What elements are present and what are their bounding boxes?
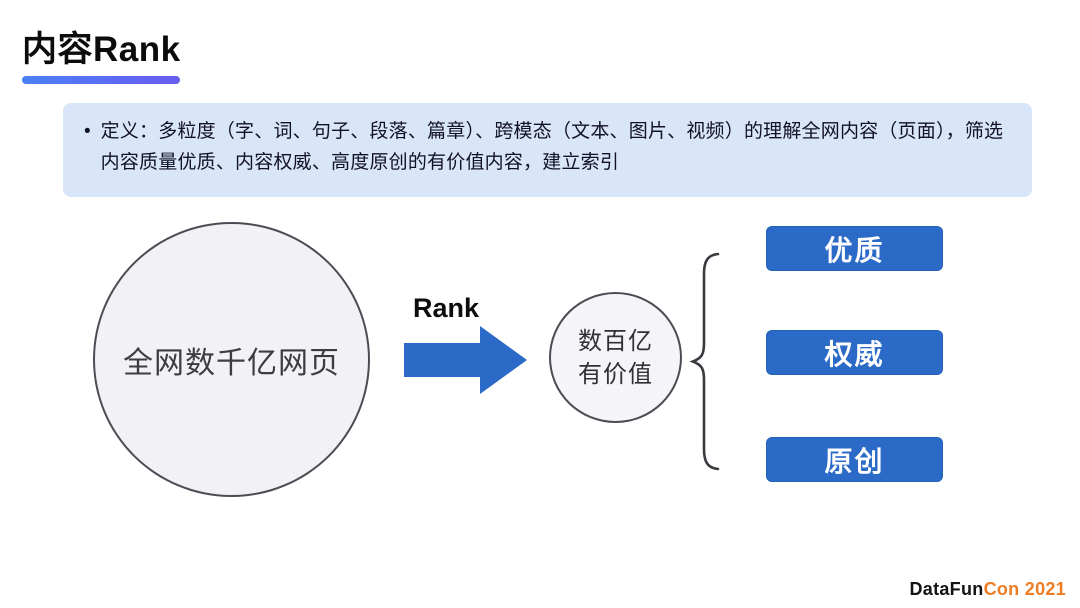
source-circle-label: 全网数千亿网页 xyxy=(123,346,340,380)
category-label: 权威 xyxy=(824,338,885,370)
logo-text-orange: Con 2021 xyxy=(983,579,1066,599)
result-circle: 数百亿 有价值 xyxy=(549,292,682,423)
definition-panel: • 定义：多粒度（字、词、句子、段落、篇章）、跨模态（文本、图片、视频）的理解全… xyxy=(63,103,1032,197)
right-arrow-icon xyxy=(404,326,527,394)
category-box-premium: 优质 xyxy=(766,226,943,271)
category-label: 优质 xyxy=(824,234,885,266)
bullet-point: • xyxy=(84,121,91,142)
page-title: 内容Rank xyxy=(22,30,181,69)
result-circle-label-line1: 数百亿 xyxy=(578,327,653,355)
curly-brace-icon xyxy=(689,252,720,471)
logo-text-black: DataFun xyxy=(909,579,984,599)
category-label: 原创 xyxy=(824,445,885,477)
title-underline xyxy=(22,76,180,84)
category-box-original: 原创 xyxy=(766,437,943,482)
datafuncon-logo: DataFunCon 2021 xyxy=(909,579,1066,600)
source-circle: 全网数千亿网页 xyxy=(93,222,370,497)
definition-text: 定义：多粒度（字、词、句子、段落、篇章）、跨模态（文本、图片、视频）的理解全网内… xyxy=(100,121,1004,173)
arrow-label: Rank xyxy=(413,293,480,323)
result-circle-label-line2: 有价值 xyxy=(578,360,653,388)
category-box-authoritative: 权威 xyxy=(766,330,943,375)
